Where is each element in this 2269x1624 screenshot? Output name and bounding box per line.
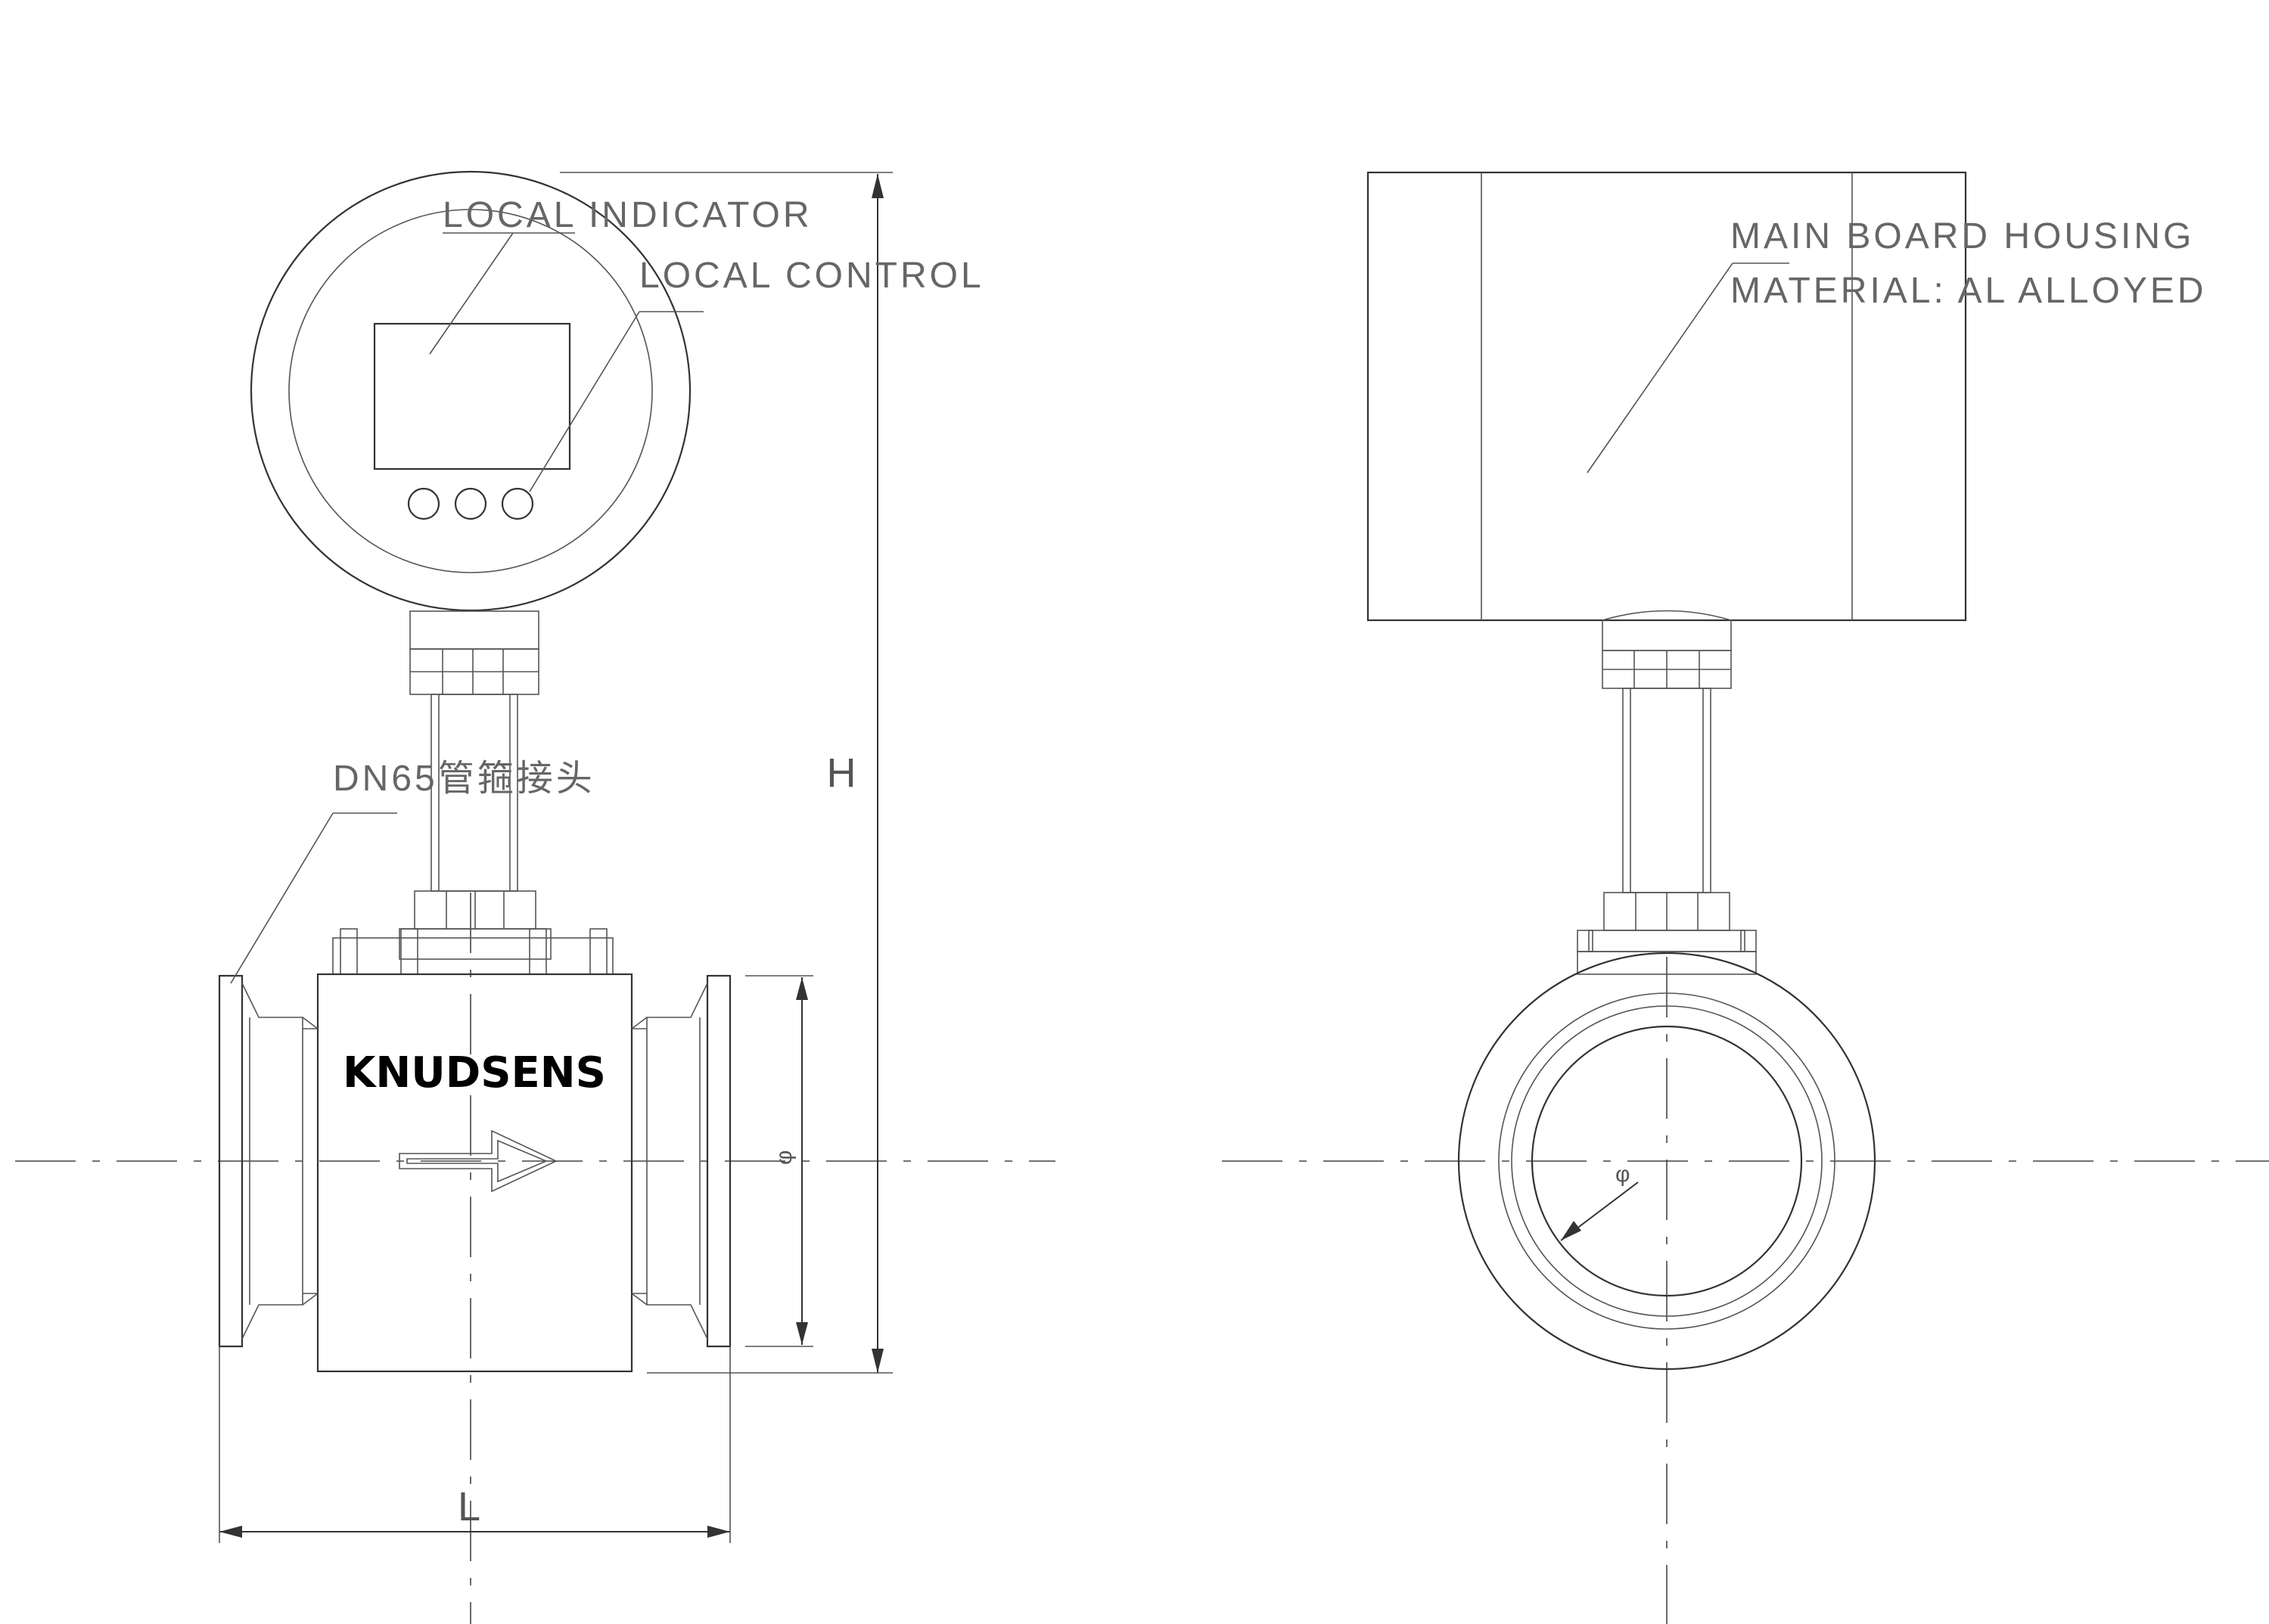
ferrule-circle xyxy=(1511,1005,1823,1317)
display-window xyxy=(373,322,571,470)
front-mounting-plate xyxy=(1577,951,1757,975)
indicator-leader xyxy=(429,232,514,355)
meter-body xyxy=(316,973,633,1373)
bolt-3 xyxy=(529,928,547,975)
clamp-circle xyxy=(1498,992,1835,1330)
front-diameter-symbol: φ xyxy=(1615,1162,1630,1187)
control-leader xyxy=(529,311,640,492)
main-board-housing-label: MAIN BOARD HOUSING xyxy=(1730,216,2194,256)
upper-neck-collar xyxy=(409,610,539,650)
right-ferrule xyxy=(646,983,708,1340)
control-button-3 xyxy=(501,487,534,520)
main-board-housing xyxy=(1366,171,1967,622)
brand-name: KNUDSENS xyxy=(343,1048,606,1098)
material-label: MATERIAL: AL ALLOYED xyxy=(1730,271,2207,311)
front-stem xyxy=(1622,688,1711,893)
bolt-2 xyxy=(400,928,418,975)
control-button-2 xyxy=(454,487,487,520)
lower-nut-base xyxy=(399,928,552,960)
front-view: φ MAIN BOARD HOUSING MATERIAL: AL ALLOYE… xyxy=(1222,171,2269,1624)
bolt-1 xyxy=(340,928,358,975)
front-neck-collar xyxy=(1602,610,1732,651)
side-view: KNUDSENS H φ L LOCAL INDICATOR LOCAL CON… xyxy=(15,170,1055,1624)
indicator-housing-inner xyxy=(288,209,653,573)
control-button-1 xyxy=(407,487,440,520)
length-symbol: L xyxy=(458,1484,480,1529)
mounting-plate xyxy=(332,937,614,975)
indicator-housing-outer xyxy=(250,170,692,612)
housing-leader xyxy=(1587,262,1733,474)
right-clamp-flange xyxy=(706,974,732,1348)
local-indicator-label: LOCAL INDICATOR xyxy=(443,195,813,235)
connection-label: DN65管箍接头 xyxy=(333,759,595,799)
side-diameter-symbol: φ xyxy=(772,1150,797,1165)
height-symbol: H xyxy=(827,750,856,796)
flange-outer-circle xyxy=(1457,952,1876,1371)
left-clamp-flange xyxy=(218,974,244,1348)
left-ferrule xyxy=(241,983,303,1340)
flow-direction-arrow xyxy=(399,1129,558,1193)
bore-circle xyxy=(1531,1025,1803,1297)
local-control-label: LOCAL CONTROL xyxy=(639,256,984,296)
connection-leader xyxy=(230,812,334,984)
bolt-4 xyxy=(589,928,608,975)
front-nut-base xyxy=(1588,930,1745,952)
